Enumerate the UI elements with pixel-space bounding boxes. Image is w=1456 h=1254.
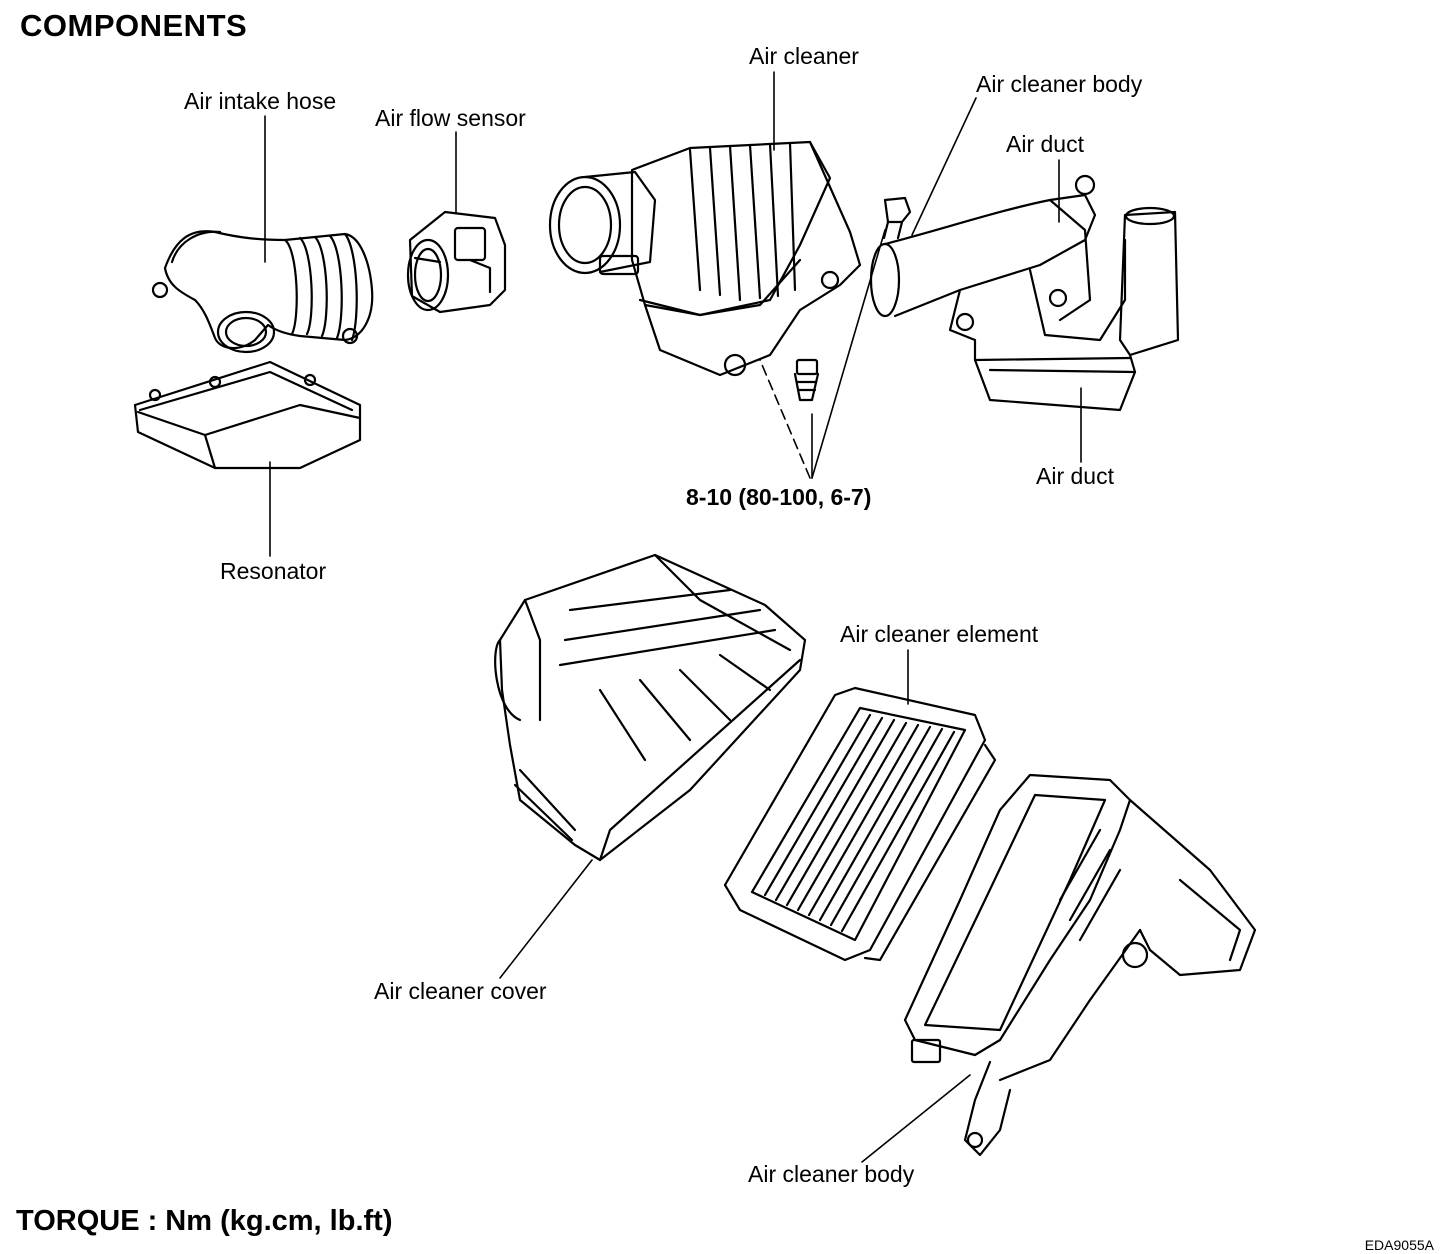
air-cleaner-cover-drawing xyxy=(494,553,807,862)
label-air-cleaner-cover: Air cleaner cover xyxy=(374,978,547,1004)
bolts-drawing xyxy=(793,196,912,402)
page-title: COMPONENTS xyxy=(20,8,248,43)
label-air-cleaner-body-bottom: Air cleaner body xyxy=(748,1161,915,1187)
figure-code: EDA9055A xyxy=(1364,1237,1434,1253)
label-air-duct-bottom: Air duct xyxy=(1036,463,1114,489)
air-intake-hose-drawing xyxy=(151,230,374,354)
label-resonator: Resonator xyxy=(220,558,327,584)
air-duct-assembly-drawing xyxy=(869,174,1180,412)
air-flow-sensor-drawing xyxy=(406,210,507,314)
label-air-intake-hose: Air intake hose xyxy=(184,88,337,114)
air-cleaner-body-drawing xyxy=(903,773,1257,1157)
label-air-duct-top: Air duct xyxy=(1006,131,1084,157)
air-cleaner-element-drawing xyxy=(723,686,997,962)
leader-lines xyxy=(264,71,1082,1163)
torque-units-note: TORQUE : Nm (kg.cm, lb.ft) xyxy=(16,1205,393,1237)
label-air-flow-sensor: Air flow sensor xyxy=(375,105,526,131)
label-air-cleaner-body-top: Air cleaner body xyxy=(976,71,1143,97)
label-air-cleaner: Air cleaner xyxy=(749,43,859,69)
resonator-drawing xyxy=(133,360,362,470)
air-cleaner-assembly-drawing xyxy=(548,140,862,377)
label-air-cleaner-element: Air cleaner element xyxy=(840,621,1039,647)
label-torque-spec: 8-10 (80-100, 6-7) xyxy=(686,484,872,510)
